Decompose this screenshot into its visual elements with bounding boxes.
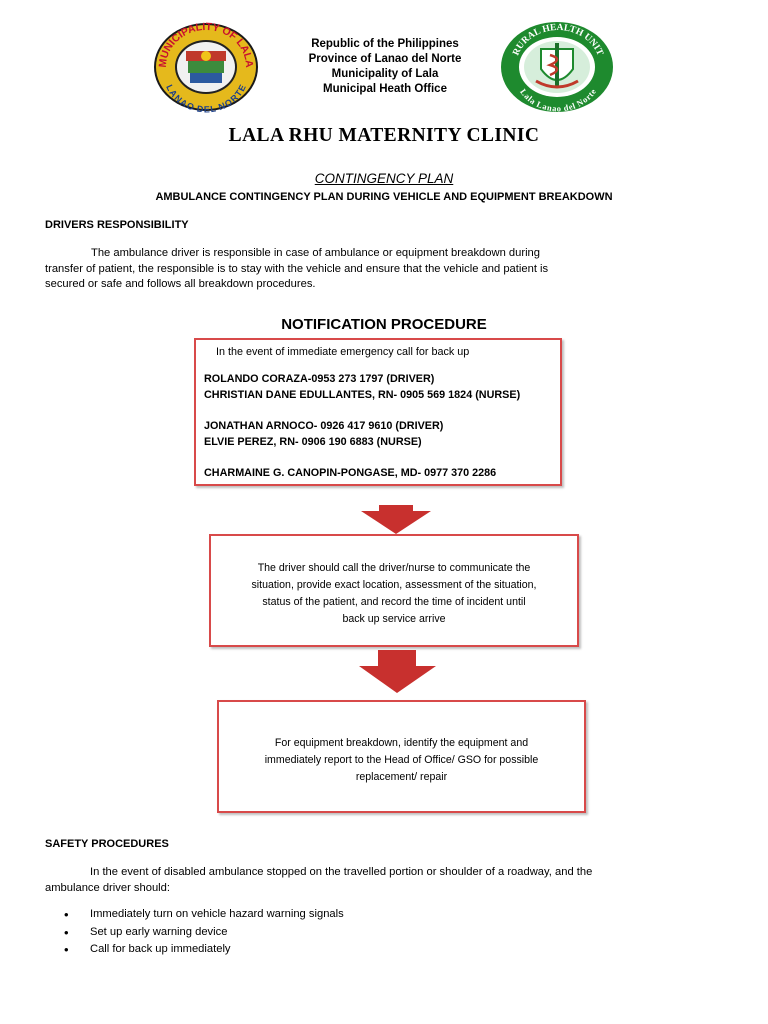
- header-line: Republic of the Philippines: [311, 38, 459, 50]
- safety-bullet-list: Immediately turn on vehicle hazard warni…: [64, 907, 344, 961]
- contact-line: ROLANDO CORAZA-0953 273 1797 (DRIVER): [204, 373, 435, 385]
- drivers-heading: DRIVERS RESPONSIBILITY: [45, 219, 189, 231]
- notification-title: NOTIFICATION PROCEDURE: [281, 316, 487, 333]
- municipality-seal: MUNICIPALITY OF LALA LANAO DEL NORTE: [154, 21, 258, 113]
- step-line: immediately report to the Head of Office…: [264, 754, 539, 766]
- list-item: Call for back up immediately: [64, 942, 344, 961]
- list-item: Set up early warning device: [64, 925, 344, 944]
- safety-heading: SAFETY PROCEDURES: [45, 838, 169, 850]
- down-arrow-icon: [359, 650, 436, 693]
- contact-line: CHARMAINE G. CANOPIN-PONGASE, MD- 0977 3…: [204, 467, 497, 479]
- step-line: The driver should call the driver/nurse …: [257, 562, 531, 574]
- step-line: situation, provide exact location, asses…: [251, 579, 537, 591]
- paragraph-line: transfer of patient, the responsible is …: [45, 262, 549, 275]
- step-line: For equipment breakdown, identify the eq…: [274, 737, 529, 749]
- paragraph-line: secured or safe and follows all breakdow…: [45, 278, 316, 290]
- plan-subtitle: AMBULANCE CONTINGENCY PLAN DURING VEHICL…: [155, 191, 613, 203]
- contact-line: JONATHAN ARNOCO- 0926 417 9610 (DRIVER): [204, 420, 444, 432]
- rural-health-unit-seal: RURAL HEALTH UNIT Lala Lanao del Norte: [501, 22, 613, 113]
- plan-label: CONTINGENCY PLAN: [314, 171, 454, 186]
- step-line: back up service arrive: [342, 613, 446, 625]
- communicate-box: The driver should call the driver/nurse …: [209, 534, 579, 647]
- contacts-box: In the event of immediate emergency call…: [194, 338, 562, 486]
- list-item: Immediately turn on vehicle hazard warni…: [64, 907, 344, 926]
- contacts-intro: In the event of immediate emergency call…: [216, 346, 470, 358]
- safety-paragraph: In the event of disabled ambulance stopp…: [45, 865, 735, 896]
- step-text: The driver should call the driver/nurse …: [211, 560, 577, 628]
- header-line: Province of Lanao del Norte: [308, 53, 462, 65]
- down-arrow-icon: [361, 505, 431, 534]
- paragraph-line: In the event of disabled ambulance stopp…: [90, 866, 593, 878]
- header-line: Municipal Heath Office: [323, 83, 447, 95]
- paragraph-line: The ambulance driver is responsible in c…: [91, 247, 540, 259]
- step-text: For equipment breakdown, identify the eq…: [219, 735, 584, 786]
- clinic-name: LALA RHU MATERNITY CLINIC: [228, 125, 540, 146]
- step-line: status of the patient, and record the ti…: [262, 596, 526, 608]
- step-line: replacement/ repair: [355, 771, 448, 783]
- contact-line: CHRISTIAN DANE EDULLANTES, RN- 0905 569 …: [204, 389, 521, 401]
- contact-line: ELVIE PEREZ, RN- 0906 190 6883 (NURSE): [204, 436, 422, 448]
- header-line: Municipality of Lala: [331, 68, 439, 80]
- header-address: Republic of the Philippines Province of …: [230, 37, 540, 97]
- equipment-box: For equipment breakdown, identify the eq…: [217, 700, 586, 813]
- paragraph-line: ambulance driver should:: [45, 881, 170, 894]
- drivers-paragraph: The ambulance driver is responsible in c…: [45, 246, 735, 293]
